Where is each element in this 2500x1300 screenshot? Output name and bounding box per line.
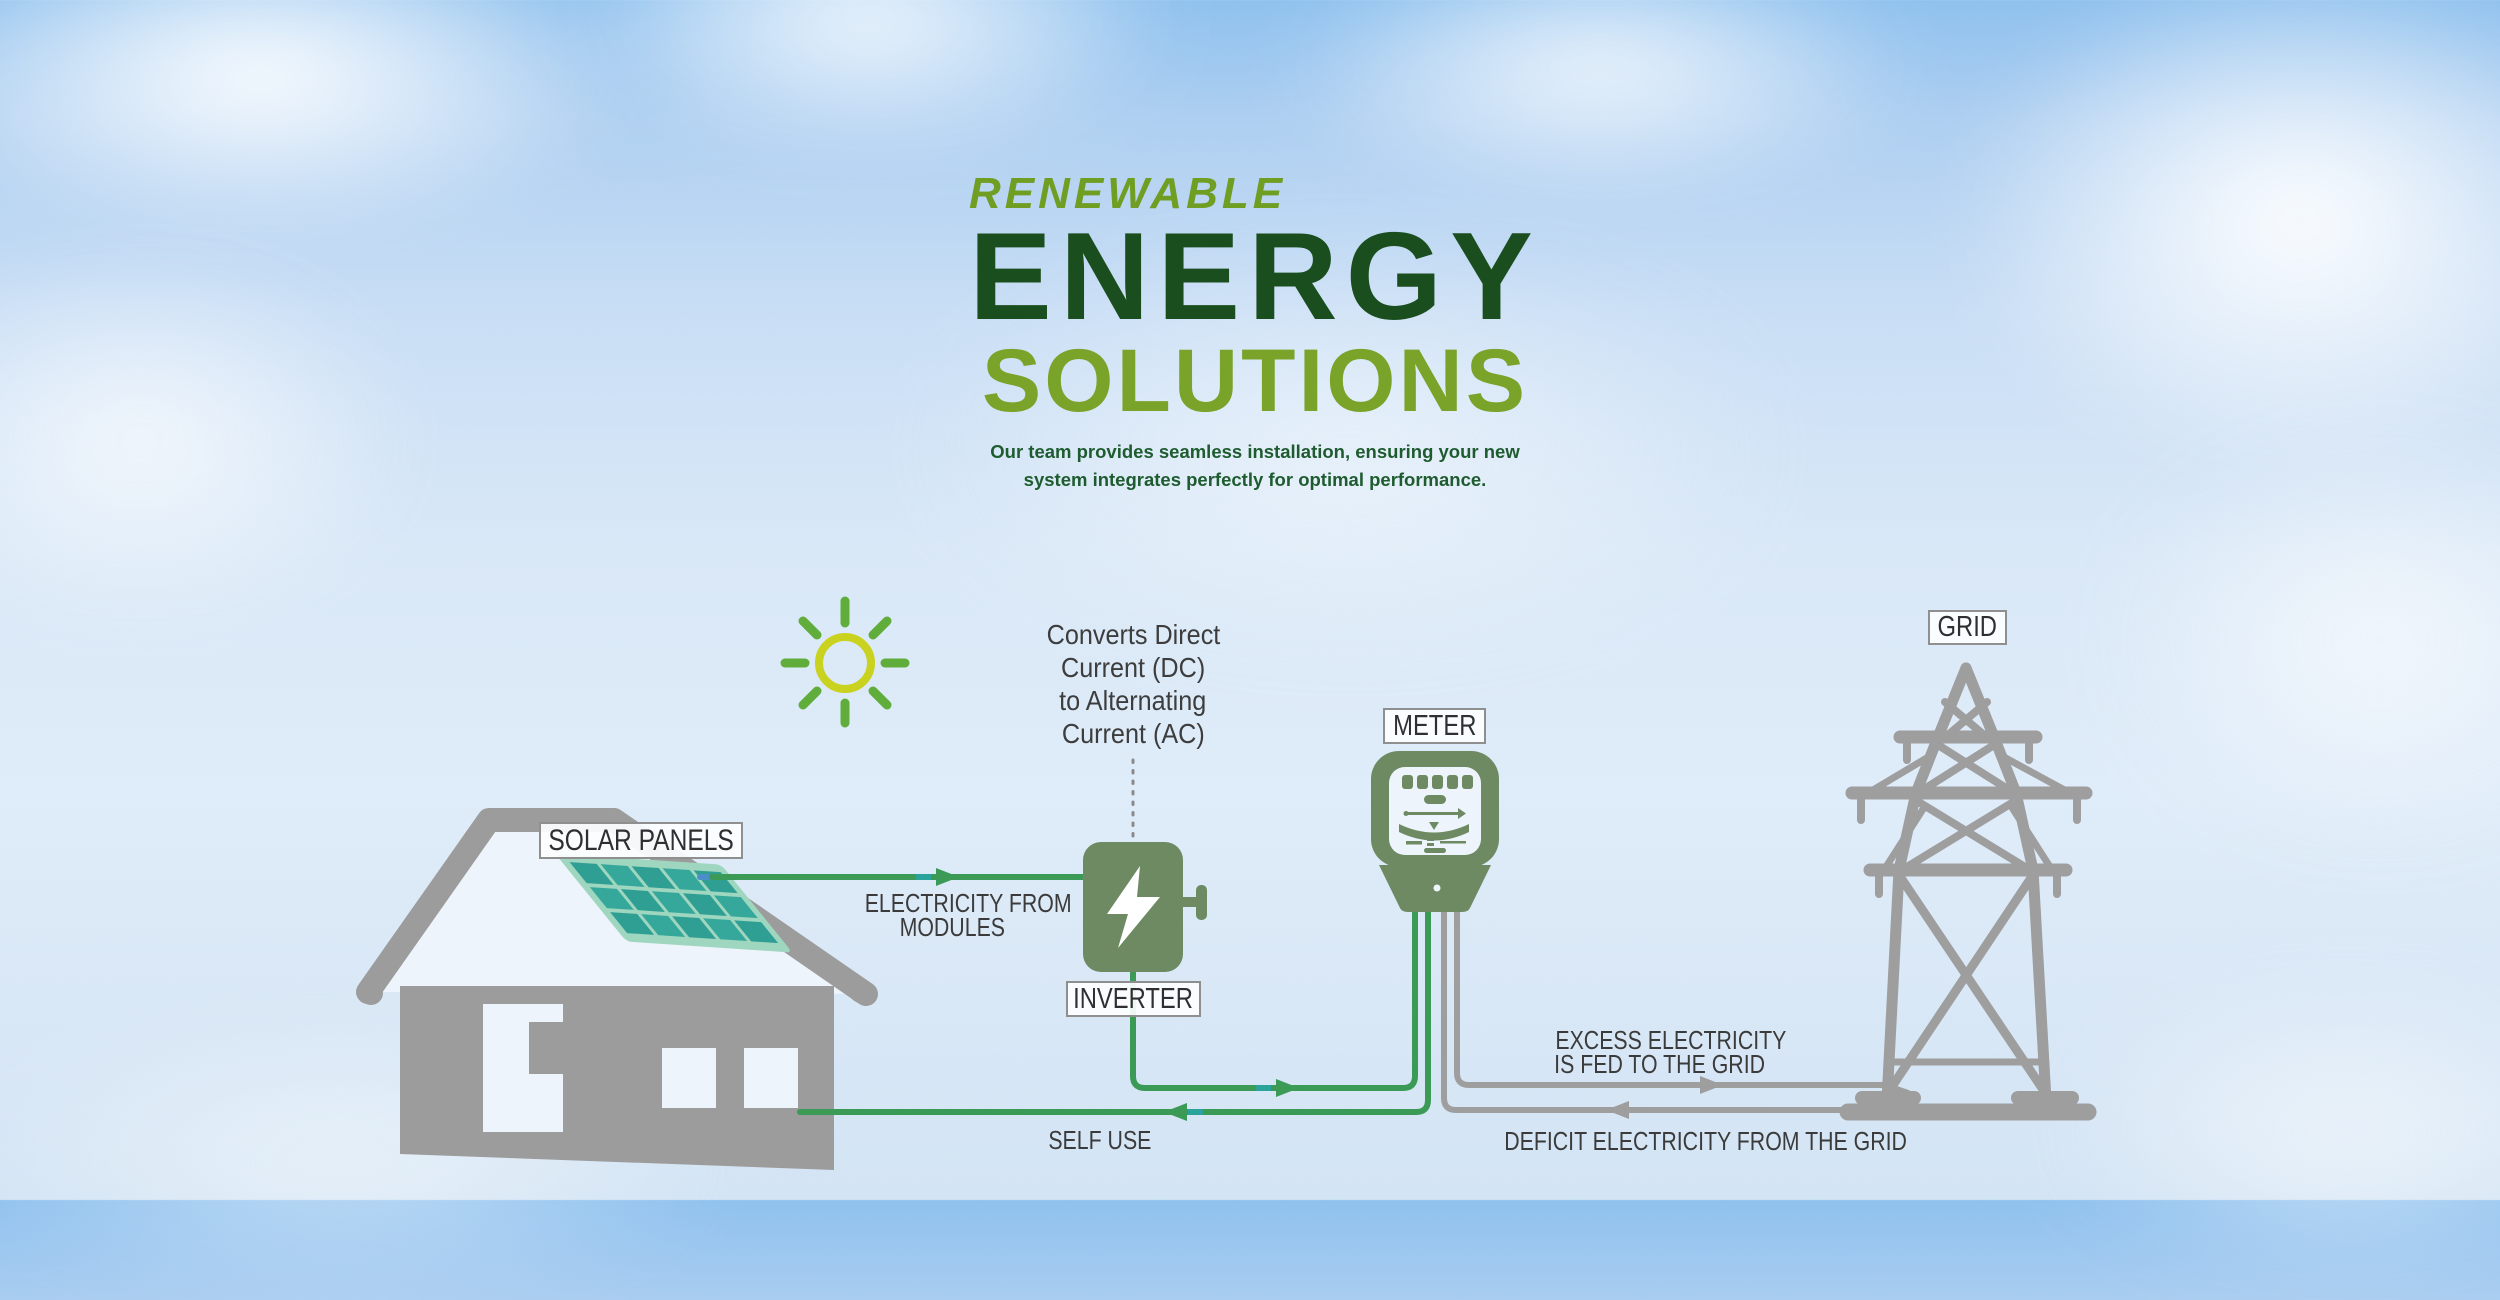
hero-kicker: RENEWABLE — [969, 169, 1287, 218]
flow-lines — [697, 758, 1911, 1115]
line-deficit-from-grid — [1441, 905, 1855, 1113]
arrow-left-self-use — [1164, 1103, 1187, 1121]
label-self-use: SELF USE — [1048, 1125, 1152, 1155]
energy-flow-diagram — [356, 596, 2097, 1170]
hero-description: Our team provides seamless installation,… — [990, 441, 1520, 490]
sun-icon — [780, 596, 910, 728]
cloud — [1280, 0, 1920, 200]
inverter-icon — [1083, 842, 1207, 972]
arrow-left-deficit — [1606, 1101, 1629, 1119]
house-icon — [356, 808, 878, 1170]
meter-icon — [1371, 751, 1499, 912]
line-inverter-to-meter — [1130, 905, 1418, 1091]
arrow-right-to-meter — [1276, 1079, 1299, 1097]
hero-subtitle: SOLUTIONS — [981, 330, 1529, 430]
label-excess-electricity: EXCESS ELECTRICITY IS FED TO THE GRID — [1554, 1025, 1787, 1079]
label-solar-panels: SOLAR PANELS — [539, 822, 743, 859]
inverter-note: Converts Direct Current (DC) to Alternat… — [1046, 619, 1220, 749]
house-window — [662, 1048, 716, 1108]
label-meter: METER — [1383, 708, 1486, 744]
house-window — [744, 1048, 798, 1108]
label-deficit-electricity: DEFICIT ELECTRICITY FROM THE GRID — [1504, 1126, 1907, 1156]
flow-arrows — [916, 868, 1723, 1121]
page-title: ENERGY — [969, 208, 1541, 346]
hero-heading: RENEWABLE ENERGY SOLUTIONS Our team prov… — [955, 170, 1555, 494]
grid-tower-icon — [1839, 662, 2097, 1121]
lightning-bolt-icon — [1107, 866, 1160, 948]
arrow-right-modules — [936, 868, 959, 886]
label-electricity-from-modules: ELECTRICITY FROM MODULES — [864, 888, 1072, 942]
cloud — [900, 240, 1800, 660]
arrow-right-excess — [1700, 1076, 1723, 1094]
label-inverter: INVERTER — [1066, 981, 1201, 1017]
line-self-use — [797, 905, 1431, 1115]
label-grid: GRID — [1928, 610, 2007, 645]
line-excess-to-grid — [1454, 905, 1911, 1096]
